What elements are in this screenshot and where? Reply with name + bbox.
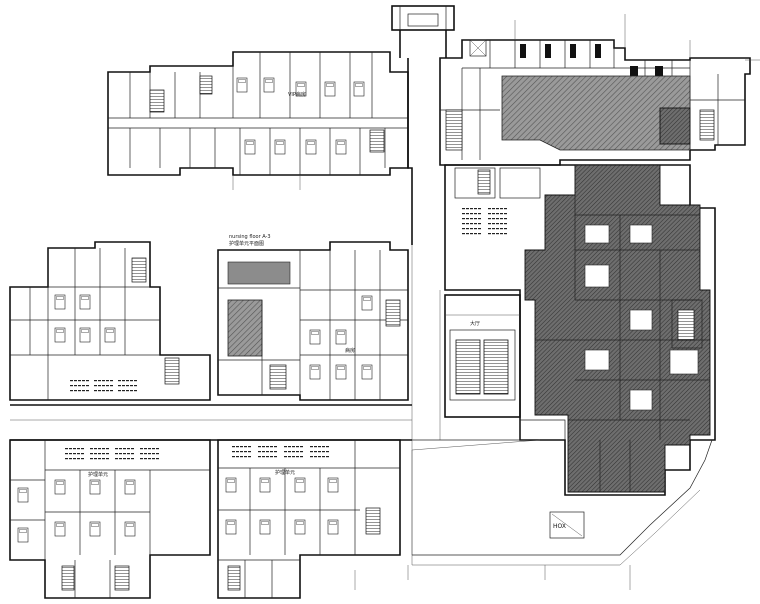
stair-icon (677, 309, 695, 341)
stair-icon (199, 75, 213, 95)
west-seats (70, 380, 137, 392)
grid-lines (354, 14, 760, 590)
elevator-icon (469, 39, 487, 57)
central-atrium: 大厅 (444, 294, 521, 418)
stair-icon (269, 364, 287, 390)
west-block (9, 241, 211, 401)
stair-icon (699, 109, 715, 141)
east-department (444, 164, 716, 496)
stair-icon (369, 129, 385, 153)
lobby-label: 大厅 (470, 320, 480, 327)
stair-icon (483, 339, 509, 395)
ward-left-label: 护理单元 (88, 471, 108, 478)
stair-icon (131, 257, 147, 283)
entrance-box (549, 511, 585, 539)
stair-icon (114, 565, 130, 591)
ward-top-label: VIP病房 (288, 91, 306, 98)
entrance-mark: HOX (553, 523, 566, 530)
stair-icon (365, 507, 381, 535)
stair-icon (455, 339, 481, 395)
ward-center-label: 病房 (345, 347, 355, 354)
southeast-plaza: HOX (411, 439, 713, 566)
stair-icon (61, 565, 75, 591)
southcenter-ward: 护理单元 (217, 439, 401, 599)
north-ward-block: VIP病房 (107, 51, 409, 190)
northeast-block (439, 39, 751, 166)
stair-icon (477, 169, 491, 195)
stair-icon (149, 89, 165, 113)
main-corridor (10, 404, 566, 441)
sw-seats (65, 448, 159, 460)
stair-icon (385, 299, 401, 327)
stair-icon (445, 109, 463, 151)
stair-icon (227, 565, 241, 591)
waiting-seats (462, 208, 507, 235)
stair-icon (164, 357, 180, 385)
southwest-ward: 护理单元 (9, 439, 211, 599)
ward-right-label: 护理单元 (275, 469, 295, 476)
center-block: nursing floor A-3 护理单元平面图 病房 (217, 234, 409, 401)
north-block-note: nursing floor A-3 (229, 234, 271, 240)
north-block-sub: 护理单元平面图 (229, 240, 264, 247)
sc-seats (232, 446, 329, 458)
